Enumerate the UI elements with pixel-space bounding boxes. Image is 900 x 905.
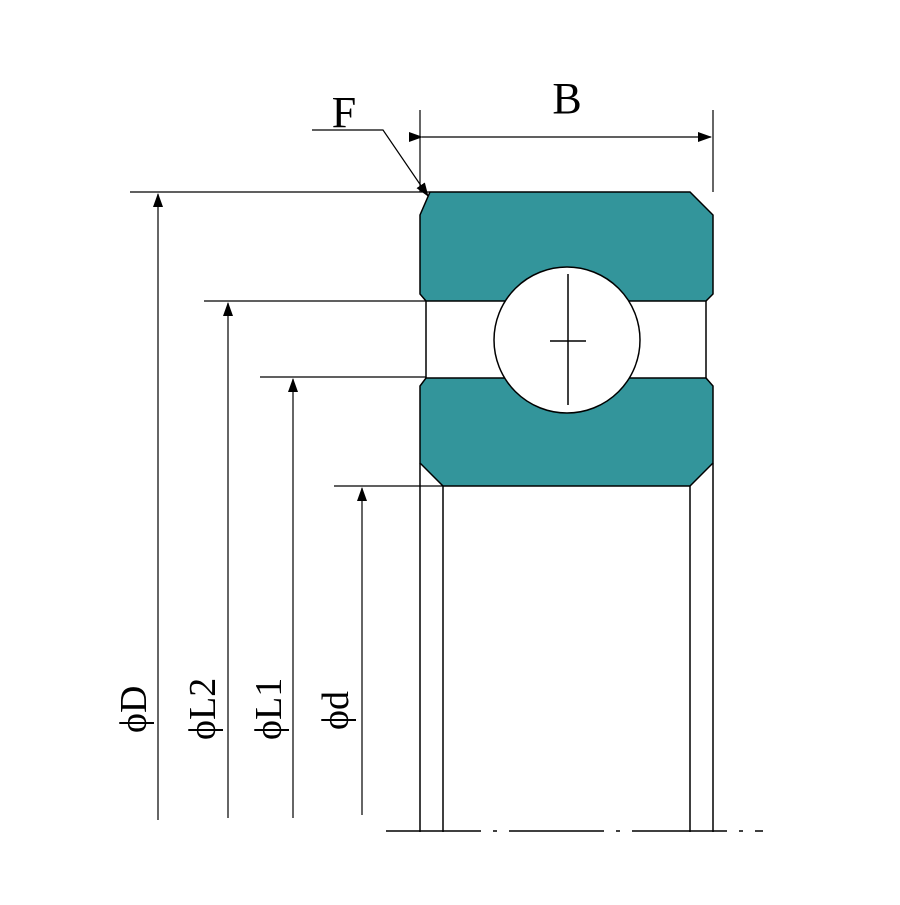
land2-diameter-label: ϕL2 <box>182 678 224 740</box>
land1-diameter-label: ϕL1 <box>248 678 290 740</box>
width-label: B <box>552 74 581 123</box>
bore-diameter-label: ϕd <box>315 691 357 730</box>
chamfer-leader <box>312 129 429 197</box>
ball <box>493 266 641 414</box>
chamfer-label: F <box>332 88 356 137</box>
outer-diameter-label: ϕD <box>113 686 155 733</box>
